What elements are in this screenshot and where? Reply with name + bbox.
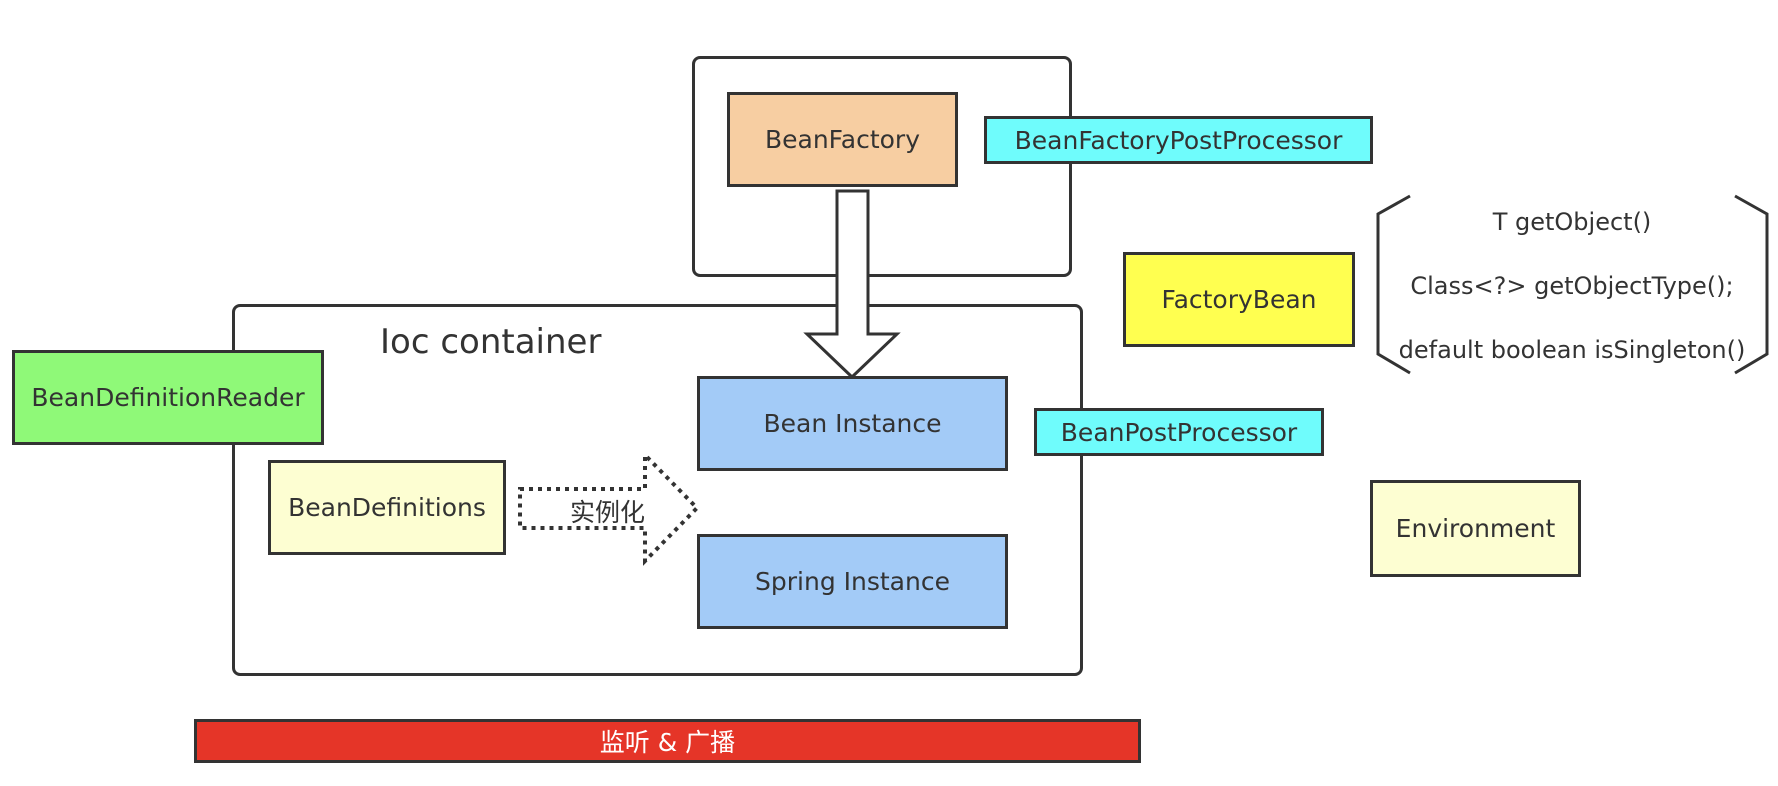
factory-bean-node: FactoryBean bbox=[1123, 252, 1355, 347]
ioc-container-frame bbox=[232, 304, 1083, 676]
instantiate-arrow bbox=[518, 450, 700, 566]
factory-bean-method-is-singleton: default boolean isSingleton() bbox=[1398, 336, 1746, 364]
bean-factory-to-instance-arrow bbox=[803, 189, 901, 380]
instantiate-label: 实例化 bbox=[570, 498, 646, 527]
event-broadcast-bar: 监听 & 广播 bbox=[194, 719, 1141, 763]
bean-definition-reader-node: BeanDefinitionReader bbox=[12, 350, 324, 445]
spring-instance-node: Spring Instance bbox=[697, 534, 1008, 629]
bean-instance-node: Bean Instance bbox=[697, 376, 1008, 471]
bean-definitions-node: BeanDefinitions bbox=[268, 460, 506, 555]
bean-post-processor-node: BeanPostProcessor bbox=[1034, 408, 1324, 456]
environment-node: Environment bbox=[1370, 480, 1581, 577]
bean-factory-node: BeanFactory bbox=[727, 92, 958, 187]
factory-bean-method-get-object: T getObject() bbox=[1492, 208, 1652, 236]
bean-factory-post-processor-node: BeanFactoryPostProcessor bbox=[984, 116, 1373, 164]
ioc-container-title: Ioc container bbox=[380, 322, 602, 362]
bean-factory-frame bbox=[692, 56, 1072, 277]
method-bracket-right bbox=[1734, 194, 1769, 375]
method-bracket-left bbox=[1376, 194, 1411, 375]
factory-bean-method-get-object-type: Class<?> getObjectType(); bbox=[1410, 272, 1734, 300]
